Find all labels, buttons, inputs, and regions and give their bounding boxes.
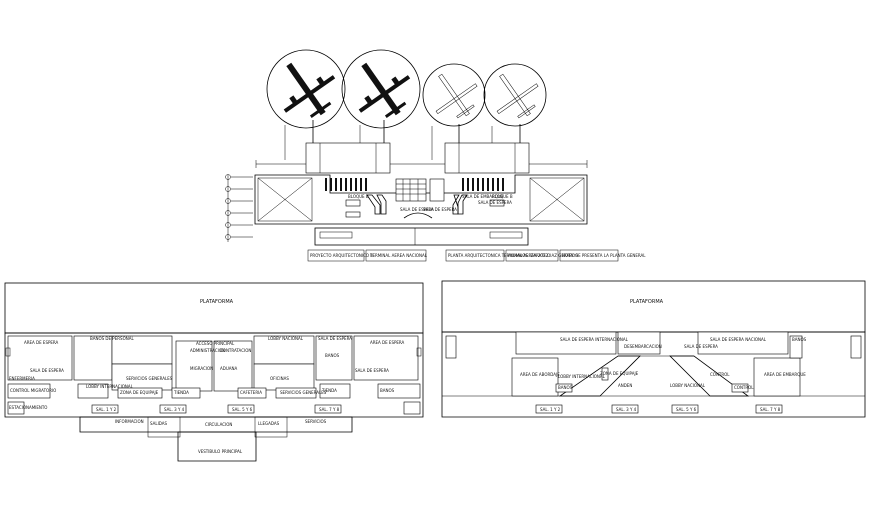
room-label: LOBBY INTERNACIONAL xyxy=(86,384,134,389)
title-block-text: PLANTA ARQUITECTONICA TERMINAL AEREA 202… xyxy=(448,253,549,258)
sign-label: SAL. 1 Y 2 xyxy=(540,407,561,412)
room-label: LOBBY INTERNACIONAL xyxy=(558,374,606,379)
room-label: ACCESO PRINCIPAL xyxy=(196,341,235,346)
room-label: SERVICIOS xyxy=(305,419,327,424)
sign-label: SAL. 3 Y 4 xyxy=(164,407,185,412)
room-label: CIRCULACION xyxy=(205,422,232,427)
room-label: ZONA DE EQUIPAJE xyxy=(120,390,159,395)
right-floor-plan: PLATAFORMA SALA DE ESPERA INTERNACIONAL … xyxy=(441,280,866,418)
room-label: MIGRACION xyxy=(190,366,213,371)
table-label: SALA DE ESPERA xyxy=(400,207,434,212)
sign-label: SAL. 5 Y 6 xyxy=(232,407,253,412)
table-label: SALA DE ESPERA xyxy=(423,207,457,212)
seating-right xyxy=(462,178,504,191)
room-label: ZONA DE EQUIPAJE xyxy=(600,371,639,376)
room-label: AREA DE ESPERA xyxy=(370,340,405,345)
room-label: SERVICIOS GENERALES xyxy=(280,390,327,395)
room-label: SALA DE ESPERA xyxy=(30,368,64,373)
room-label: LOBBY NACIONAL xyxy=(670,383,706,388)
room-label: SALA DE ESPERA NACIONAL xyxy=(710,337,767,342)
airplane-icon xyxy=(496,73,539,119)
room-label: BANOS DE PERSONAL xyxy=(90,336,134,341)
room-label: ADMINISTRACION xyxy=(190,348,225,353)
room-label: SALA DE ESPERA xyxy=(355,368,389,373)
room-label: BANOS xyxy=(792,337,807,342)
platform-label: PLATAFORMA xyxy=(630,299,664,305)
room-label: BANOS xyxy=(558,385,573,390)
top-site-plan: BLOQUE B BLOQUE B SALA DE ESPERA SALA DE… xyxy=(225,49,646,262)
airplane-icon xyxy=(283,62,336,119)
sign-label: SAL. 7 Y 8 xyxy=(319,407,340,412)
terminal-building: BLOQUE B BLOQUE B SALA DE ESPERA SALA DE… xyxy=(254,174,588,225)
room-label: ENFERMERIA xyxy=(9,376,35,381)
aircraft-stands xyxy=(266,49,547,160)
room-label: LOBBY NACIONAL xyxy=(268,336,304,341)
room-label: SALA DE ESPERA xyxy=(318,336,352,341)
airplane-icon xyxy=(435,73,478,119)
seating-left xyxy=(325,178,367,191)
room-label: CAFETERIA xyxy=(240,390,262,395)
room-label: CONTRATACION xyxy=(220,348,251,353)
room-label: ADUANA xyxy=(220,366,237,371)
room-label: BANOS xyxy=(325,353,340,358)
room-label: AREA DE ABORDAJE xyxy=(520,372,560,377)
room-label: SERVICIOS GENERALES xyxy=(126,376,173,381)
room-label: ANDEN xyxy=(618,383,632,388)
gate-piers xyxy=(305,142,530,174)
room-label: SALIDAS xyxy=(150,421,168,426)
room-label: DESEMBARCACION xyxy=(624,344,662,349)
room-label: TIENDA xyxy=(173,390,189,395)
table-label: BLOQUE B xyxy=(492,194,513,199)
title-block-text: NOTA: SE PRESENTA LA PLANTA GENERAL xyxy=(562,253,646,258)
room-label: CONTROL MIGRATORIO xyxy=(10,388,56,393)
axis-markers xyxy=(225,174,253,242)
room-label: TIENDA xyxy=(321,388,337,393)
room-label: AREA DE ESPERA xyxy=(24,340,59,345)
room-label: INFORMACION xyxy=(115,419,144,424)
title-block-text: ALUMNOS: ZARATE DIAZ GERARDO xyxy=(508,253,578,258)
room-label: VESTIBULO PRINCIPAL xyxy=(198,449,243,454)
title-block-text: PROYECTO ARQUITECTONICO II xyxy=(310,253,373,258)
room-label: ESTACIONAMIENTO xyxy=(9,405,47,410)
room-label: CONTROL xyxy=(734,385,754,390)
sign-label: SAL. 3 Y 4 xyxy=(616,407,637,412)
room-label: SALA DE ESPERA INTERNACIONAL xyxy=(560,337,629,342)
room-label: LLEGADAS xyxy=(258,421,280,426)
table-label: SALA DE EMBARQUE xyxy=(462,194,504,199)
room-label: OFICINAS xyxy=(270,376,289,381)
title-block: PROYECTO ARQUITECTONICO II TERMINAL AERE… xyxy=(307,249,646,262)
sign-label: SAL. 7 Y 8 xyxy=(760,407,781,412)
seating-center xyxy=(395,178,445,202)
room-label: CONTROL xyxy=(710,372,730,377)
table-label: SALA DE ESPERA xyxy=(478,200,512,205)
title-block-text: TERMINAL AEREA NACIONAL xyxy=(369,253,428,258)
room-label: AREA DE EMBARQUE xyxy=(764,372,806,377)
room-label: BANOS xyxy=(380,388,395,393)
sign-label: SAL. 5 Y 6 xyxy=(676,407,697,412)
sign-label: SAL. 1 Y 2 xyxy=(96,407,117,412)
airplane-icon xyxy=(358,62,411,119)
platform-label: PLATAFORMA xyxy=(200,299,234,305)
table-label: BLOQUE B xyxy=(348,194,369,199)
room-label: SALA DE ESPERA xyxy=(684,344,718,349)
left-floor-plan: PLATAFORMA AREA DE ESPERA SALA DE ESPERA xyxy=(4,282,424,462)
